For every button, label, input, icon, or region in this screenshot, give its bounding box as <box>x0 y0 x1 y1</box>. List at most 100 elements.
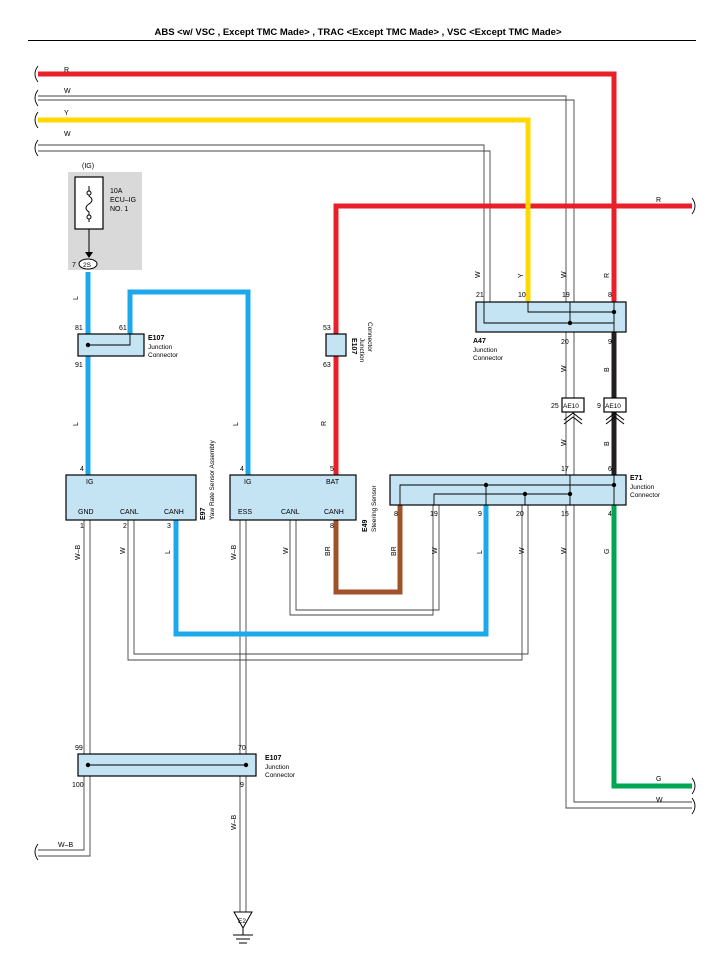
diagram-title: ABS <w/ VSC , Except TMC Made> , TRAC <E… <box>154 27 562 38</box>
connector-type: Junction <box>265 764 290 771</box>
wire-label: L <box>233 422 240 426</box>
connector-internal-lines <box>88 302 615 766</box>
pin-label: 20 <box>561 339 569 346</box>
wire-break-marks <box>34 65 696 861</box>
ground-symbol <box>233 911 253 944</box>
connector-type: Connector <box>366 322 373 353</box>
pin-label: 99 <box>75 745 83 752</box>
pin-label: 10 <box>518 292 526 299</box>
terminal-label: ESS <box>238 509 252 516</box>
wire-label: W–B <box>58 842 74 849</box>
fuse-conn: 2S <box>83 262 92 269</box>
terminal-label: IG <box>244 479 251 486</box>
pin-label: 61 <box>119 325 127 332</box>
wire-label: W <box>283 547 290 554</box>
connector-id: AE10 <box>563 403 579 410</box>
pin-label: 4 <box>240 466 244 473</box>
pin-label: 9 <box>240 782 244 789</box>
wire-label: R <box>656 197 661 204</box>
wire-label: R <box>321 421 328 426</box>
terminal-label: BAT <box>326 479 340 486</box>
wire-label: BR <box>391 546 398 556</box>
wire-label: W <box>561 439 568 446</box>
red-wires <box>38 71 692 475</box>
wire-label: W <box>120 547 127 554</box>
pin-label: 17 <box>561 466 569 473</box>
pin-label: 19 <box>430 511 438 518</box>
fuse-pin: 7 <box>72 262 76 269</box>
wire-label: W <box>432 547 439 554</box>
pin-label: 19 <box>562 292 570 299</box>
connector-type: Junction <box>630 484 655 491</box>
fuse-block <box>68 172 142 270</box>
white-wires <box>38 95 692 912</box>
connector-type: Connector <box>473 355 504 362</box>
component-name: Yaw Rate Sensor Assembly <box>209 440 216 520</box>
wire-label: W <box>64 88 71 95</box>
pin-label: 8 <box>330 523 334 530</box>
connector-boxes <box>65 301 627 777</box>
connector-type: Connector <box>630 492 661 499</box>
pin-label: 8 <box>608 292 612 299</box>
connector-type: Connector <box>148 352 179 359</box>
terminal-label: GND <box>78 509 94 516</box>
component-name: Steering Sensor <box>371 485 378 532</box>
wire-label: L <box>73 296 80 300</box>
ae10-chevrons <box>563 412 625 425</box>
pin-label: 6 <box>608 466 612 473</box>
fuse-source: (IG) <box>82 163 94 170</box>
terminal-label: CANL <box>281 509 300 516</box>
connector-type: Junction <box>148 344 173 351</box>
pin-label: 20 <box>516 511 524 518</box>
wire-label: B <box>604 367 611 372</box>
green-wire <box>611 505 692 789</box>
pin-label: 9 <box>597 403 601 410</box>
terminal-label: CANL <box>120 509 139 516</box>
wire-label: Y <box>64 110 69 117</box>
pin-label: 4 <box>608 511 612 518</box>
connector-type: Junction <box>358 338 365 363</box>
wire-label: G <box>604 549 611 554</box>
fuse-rating: 10A <box>110 188 123 195</box>
pin-label: 15 <box>561 511 569 518</box>
connector-type: Connector <box>265 772 296 779</box>
yellow-wire <box>38 117 531 302</box>
title-rule <box>28 40 696 42</box>
pin-label: 63 <box>323 362 331 369</box>
pin-label: 91 <box>75 362 83 369</box>
wire-label: W <box>656 797 663 804</box>
pin-label: 4 <box>80 466 84 473</box>
component-id: E49 <box>362 519 369 532</box>
pin-label: 5 <box>330 466 334 473</box>
wire-label: B <box>604 441 611 446</box>
fuse-name: ECU–IG <box>110 197 136 204</box>
wire-label: R <box>64 67 69 74</box>
pin-label: 3 <box>167 523 171 530</box>
wire-label: G <box>656 776 661 783</box>
ground-label: E2 <box>238 918 246 925</box>
wire-label: W <box>64 131 71 138</box>
pin-label: 1 <box>80 523 84 530</box>
wire-label: W <box>561 547 568 554</box>
brown-wire <box>333 505 403 595</box>
pin-label: 9 <box>478 511 482 518</box>
pin-label: 25 <box>551 403 559 410</box>
connector-id: AE10 <box>605 403 621 410</box>
wire-label: Y <box>518 273 525 278</box>
pin-label: 100 <box>72 782 84 789</box>
wire-label: L <box>477 550 484 554</box>
connector-id: E107 <box>350 338 357 354</box>
pin-label: 70 <box>238 745 246 752</box>
wire-label: W–B <box>231 815 238 831</box>
connector-type: Junction <box>473 347 498 354</box>
component-id: E97 <box>200 507 207 520</box>
wire-label: W <box>475 271 482 278</box>
terminal-label: CANH <box>324 509 344 516</box>
terminal-label: CANH <box>164 509 184 516</box>
fuse-name: NO. 1 <box>110 206 128 213</box>
wire-label: W <box>561 271 568 278</box>
pin-label: 9 <box>608 339 612 346</box>
terminal-label: IG <box>86 479 93 486</box>
pin-label: 81 <box>75 325 83 332</box>
